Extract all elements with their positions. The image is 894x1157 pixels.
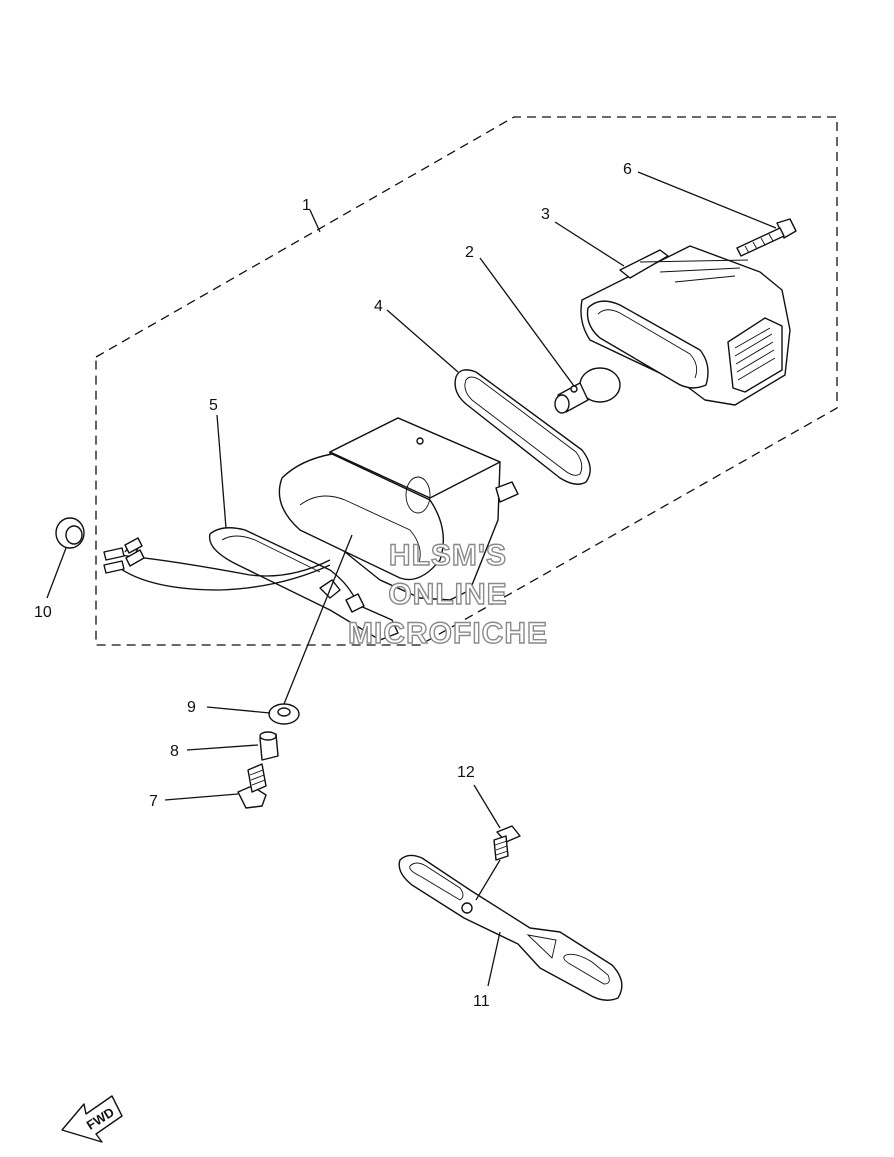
part-2-bulb — [554, 367, 621, 414]
part-9-grommet — [268, 703, 300, 725]
callout-3: 3 — [541, 206, 550, 223]
part-7-bolt — [237, 763, 267, 809]
callout-2: 2 — [465, 244, 474, 261]
callout-9: 9 — [187, 699, 196, 716]
callout-8: 8 — [170, 743, 179, 760]
part-3-lens-housing — [580, 245, 791, 406]
callout-1: 1 — [302, 197, 311, 214]
fwd-arrow-icon: FWD — [61, 1095, 123, 1143]
watermark-line-2: ONLINE — [388, 578, 507, 611]
watermark: HLSM'S ONLINE MICROFICHE — [347, 538, 548, 650]
part-12-screw — [493, 825, 521, 861]
watermark-line-3: MICROFICHE — [348, 617, 548, 650]
part-6-screw — [736, 218, 797, 257]
watermark-line-1: HLSM'S — [389, 539, 507, 572]
callout-12: 12 — [457, 764, 475, 781]
part-11-bracket — [398, 854, 623, 1001]
callout-5: 5 — [209, 397, 218, 414]
part-8-collar — [259, 731, 279, 761]
callout-6: 6 — [623, 161, 632, 178]
callout-10: 10 — [34, 604, 52, 621]
part-10-grommet — [55, 517, 85, 549]
part-5-base-assembly — [103, 417, 519, 641]
callout-11: 11 — [473, 993, 490, 1010]
callout-7: 7 — [149, 793, 158, 810]
callout-4: 4 — [374, 298, 383, 315]
assembly-boundary — [95, 116, 838, 646]
part-4-gasket — [454, 369, 591, 485]
leader-lines — [46, 171, 777, 987]
